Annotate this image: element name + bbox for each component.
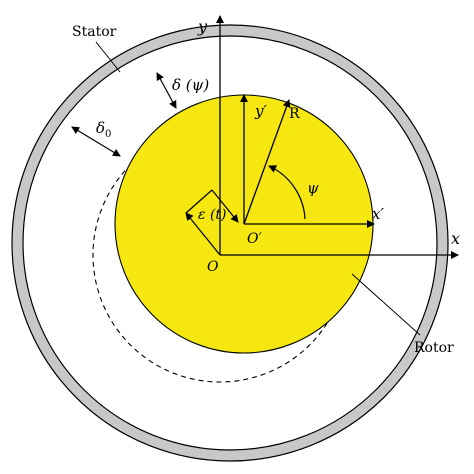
- psi-arc: [268, 165, 306, 220]
- x-axis-label: x: [451, 229, 460, 248]
- origin-label: O: [207, 259, 219, 275]
- radius-label: R: [289, 106, 300, 122]
- y-prime-label: y′: [254, 102, 267, 120]
- delta-zero-arrow: [71, 126, 121, 157]
- y-axis-label: y: [197, 17, 208, 36]
- delta-psi-arrow: [156, 72, 177, 109]
- eccentricity-top-arrow: [211, 189, 239, 223]
- delta-zero-label: δ0: [96, 119, 111, 140]
- rotor-leader: [351, 273, 421, 336]
- psi-label: ψ: [307, 179, 319, 197]
- eccentricity-leader: [185, 189, 213, 214]
- rotor-label: Rotor: [414, 340, 454, 356]
- delta-zero-subscript: 0: [105, 129, 111, 140]
- stator-leader: [95, 41, 121, 73]
- eccentricity-label: ε (t): [198, 207, 227, 223]
- delta-zero-base: δ: [96, 119, 105, 137]
- x-prime-label: x′: [372, 205, 384, 223]
- origin-prime-label: O′: [247, 231, 262, 247]
- eccentricity-arrow: [185, 212, 221, 256]
- stator-label: Stator: [72, 24, 117, 40]
- delta-psi-label: δ (ψ): [172, 76, 209, 94]
- radius-line: [243, 99, 291, 225]
